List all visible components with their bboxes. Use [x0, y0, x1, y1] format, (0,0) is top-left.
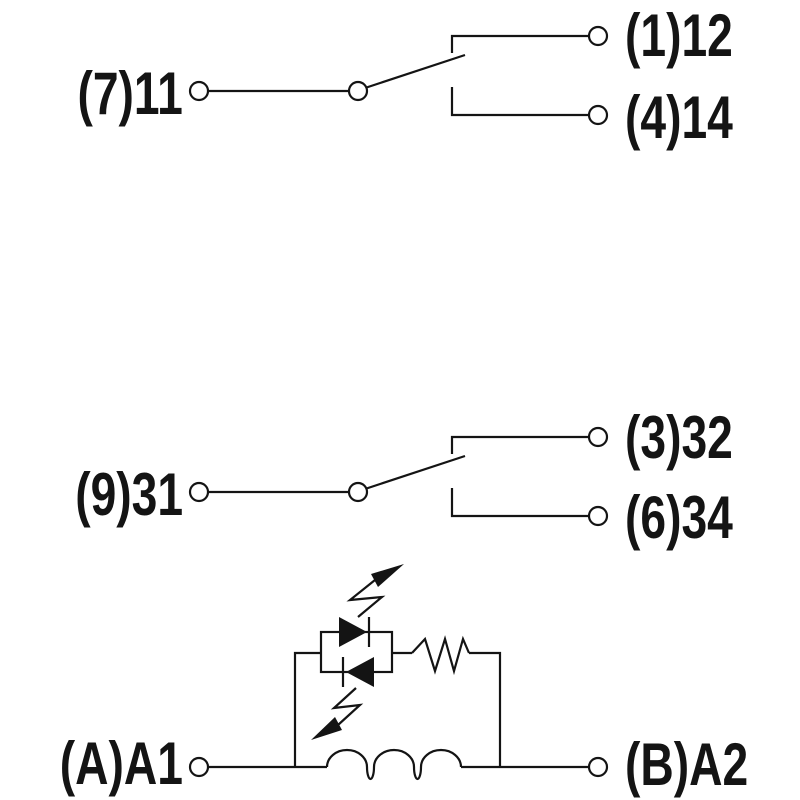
- branch-wire-right: [469, 651, 502, 767]
- light-emission-arrowhead-up-icon: [371, 564, 404, 587]
- terminal-circle-no-14: [587, 104, 609, 126]
- terminal-circle-nc-12: [587, 25, 609, 47]
- led-diode-reverse: [346, 657, 374, 687]
- led-box: [319, 630, 394, 674]
- branch-wire-left: [293, 651, 321, 767]
- terminal-label-12: (1)12: [625, 2, 733, 69]
- resistor-symbol: [411, 635, 471, 676]
- no-branch-wire-14: [450, 87, 589, 117]
- terminal-label-14: (4)14: [625, 84, 733, 151]
- light-emission-arrowhead-down-icon: [311, 717, 342, 740]
- terminal-circle-common-31: [188, 481, 210, 503]
- terminal-label-a2: (B)A2: [625, 731, 749, 798]
- contact-lever-1: [366, 53, 466, 89]
- changeover-contact-2: [188, 426, 609, 527]
- light-emission-arrow-down: [330, 687, 364, 726]
- changeover-contact-1: [188, 25, 609, 126]
- light-emission-arrow-up: [346, 579, 386, 618]
- terminal-circle-a1: [188, 756, 210, 778]
- no-branch-wire-34: [450, 488, 589, 518]
- terminal-label-a1: (A)A1: [59, 730, 183, 797]
- led-indicator: [311, 564, 404, 740]
- pivot-circle-2: [347, 481, 369, 503]
- terminal-circle-nc-32: [587, 426, 609, 448]
- terminal-label-11: (7)11: [77, 60, 183, 127]
- terminal-circle-no-34: [587, 505, 609, 527]
- terminal-circle-common-11: [188, 80, 210, 102]
- contact-lever-2: [366, 454, 466, 490]
- led-diode-forward: [339, 617, 367, 647]
- terminal-label-32: (3)32: [625, 404, 733, 471]
- linework-root: [188, 25, 609, 781]
- terminal-label-31: (9)31: [75, 461, 183, 528]
- coil-circuit: [188, 564, 609, 781]
- nc-branch-wire-12: [450, 34, 589, 53]
- pivot-circle-1: [347, 80, 369, 102]
- nc-branch-wire-32: [450, 435, 589, 454]
- terminal-label-34: (6)34: [625, 484, 733, 551]
- coil-inductor-symbol: [325, 748, 463, 781]
- terminal-circle-a2: [587, 756, 609, 778]
